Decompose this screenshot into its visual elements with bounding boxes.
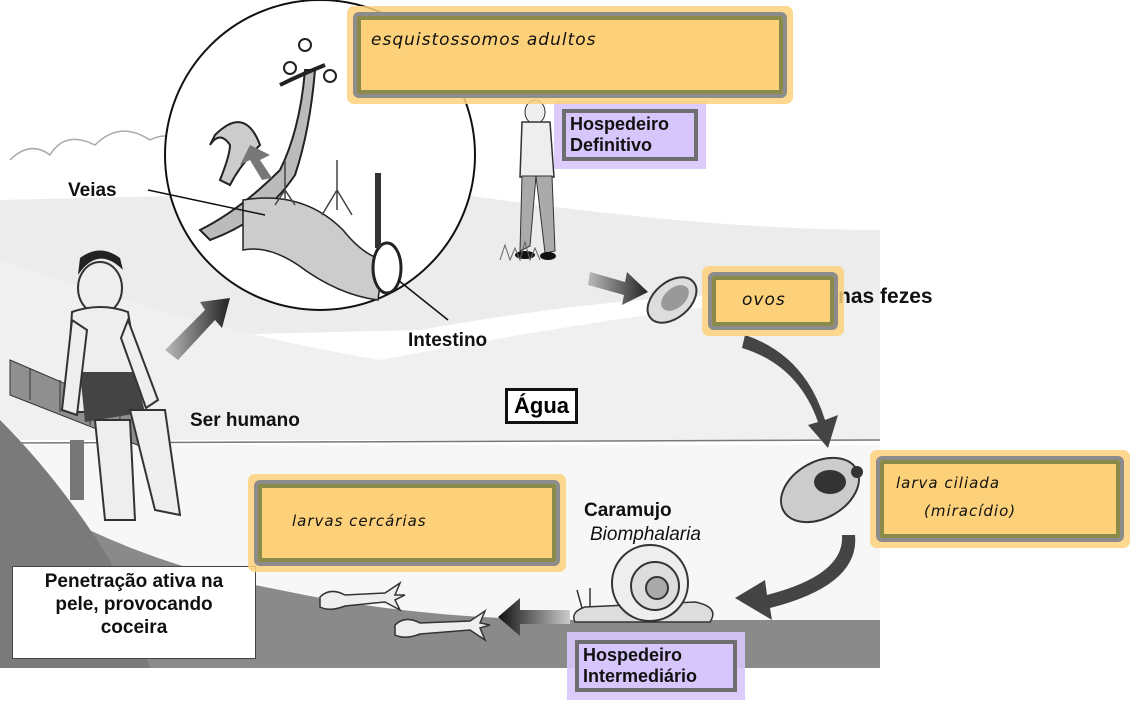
arrow-miracidium-to-snail bbox=[735, 535, 856, 620]
boy-figure bbox=[60, 250, 182, 521]
miracidium bbox=[780, 456, 863, 524]
label-veias: Veias bbox=[68, 180, 117, 201]
egg bbox=[646, 276, 698, 324]
man-figure bbox=[515, 99, 556, 260]
note-adultos-text: esquistossomos adultos bbox=[371, 30, 597, 50]
label-caramujo: Caramujo bbox=[584, 500, 672, 521]
host-intermediario-line-1: Hospedeiro bbox=[583, 645, 683, 665]
note-ovos-text: ovos bbox=[742, 290, 786, 310]
arrow-snail-to-cercariae bbox=[498, 598, 570, 636]
intestine-veins bbox=[240, 145, 403, 301]
note-ovos: ovos bbox=[708, 272, 838, 330]
note-larva-ciliada: larva ciliada (miracídio) bbox=[876, 456, 1124, 542]
note-larva-line-2: (miracídio) bbox=[924, 502, 1017, 520]
arrow-boy-to-veins bbox=[165, 298, 230, 360]
note-larvas-cercarias: larvas cercárias bbox=[254, 480, 560, 566]
label-biomphalaria: Biomphalaria bbox=[590, 524, 701, 545]
veias-pointer bbox=[147, 189, 266, 216]
note-esquistossomos-adultos: esquistossomos adultos bbox=[353, 12, 787, 98]
intestino-pointer bbox=[397, 279, 449, 321]
snail-biomphalaria bbox=[573, 544, 714, 623]
host-definitivo-label: Hospedeiro Definitivo bbox=[562, 109, 698, 161]
host-intermediario-line-2: Intermediário bbox=[583, 666, 698, 686]
host-definitivo-line-1: Hospedeiro bbox=[570, 114, 670, 134]
land-slope bbox=[0, 260, 880, 440]
penetracao-line-3: coceira bbox=[100, 617, 168, 638]
label-agua: Água bbox=[505, 388, 578, 424]
host-intermediario-label: Hospedeiro Intermediário bbox=[575, 640, 737, 692]
arrow-egg-to-miracidium bbox=[742, 335, 838, 448]
penetracao-line-2: pele, provocando bbox=[55, 594, 213, 615]
note-cercarias-text: larvas cercárias bbox=[292, 512, 427, 530]
cloud bbox=[9, 130, 181, 161]
host-definitivo-line-2: Definitivo bbox=[570, 135, 653, 155]
label-ser-humano: Ser humano bbox=[190, 410, 300, 431]
penetracao-line-1: Penetração ativa na bbox=[44, 571, 224, 592]
label-intestino: Intestino bbox=[408, 330, 488, 351]
label-nas-fezes: nas fezes bbox=[838, 285, 933, 308]
note-larva-line-1: larva ciliada bbox=[896, 474, 1001, 492]
grass bbox=[499, 240, 541, 262]
cercariae bbox=[319, 581, 491, 642]
arrow-to-egg bbox=[588, 272, 648, 305]
label-penetracao-box: Penetração ativa na pele, provocando coc… bbox=[12, 566, 256, 659]
